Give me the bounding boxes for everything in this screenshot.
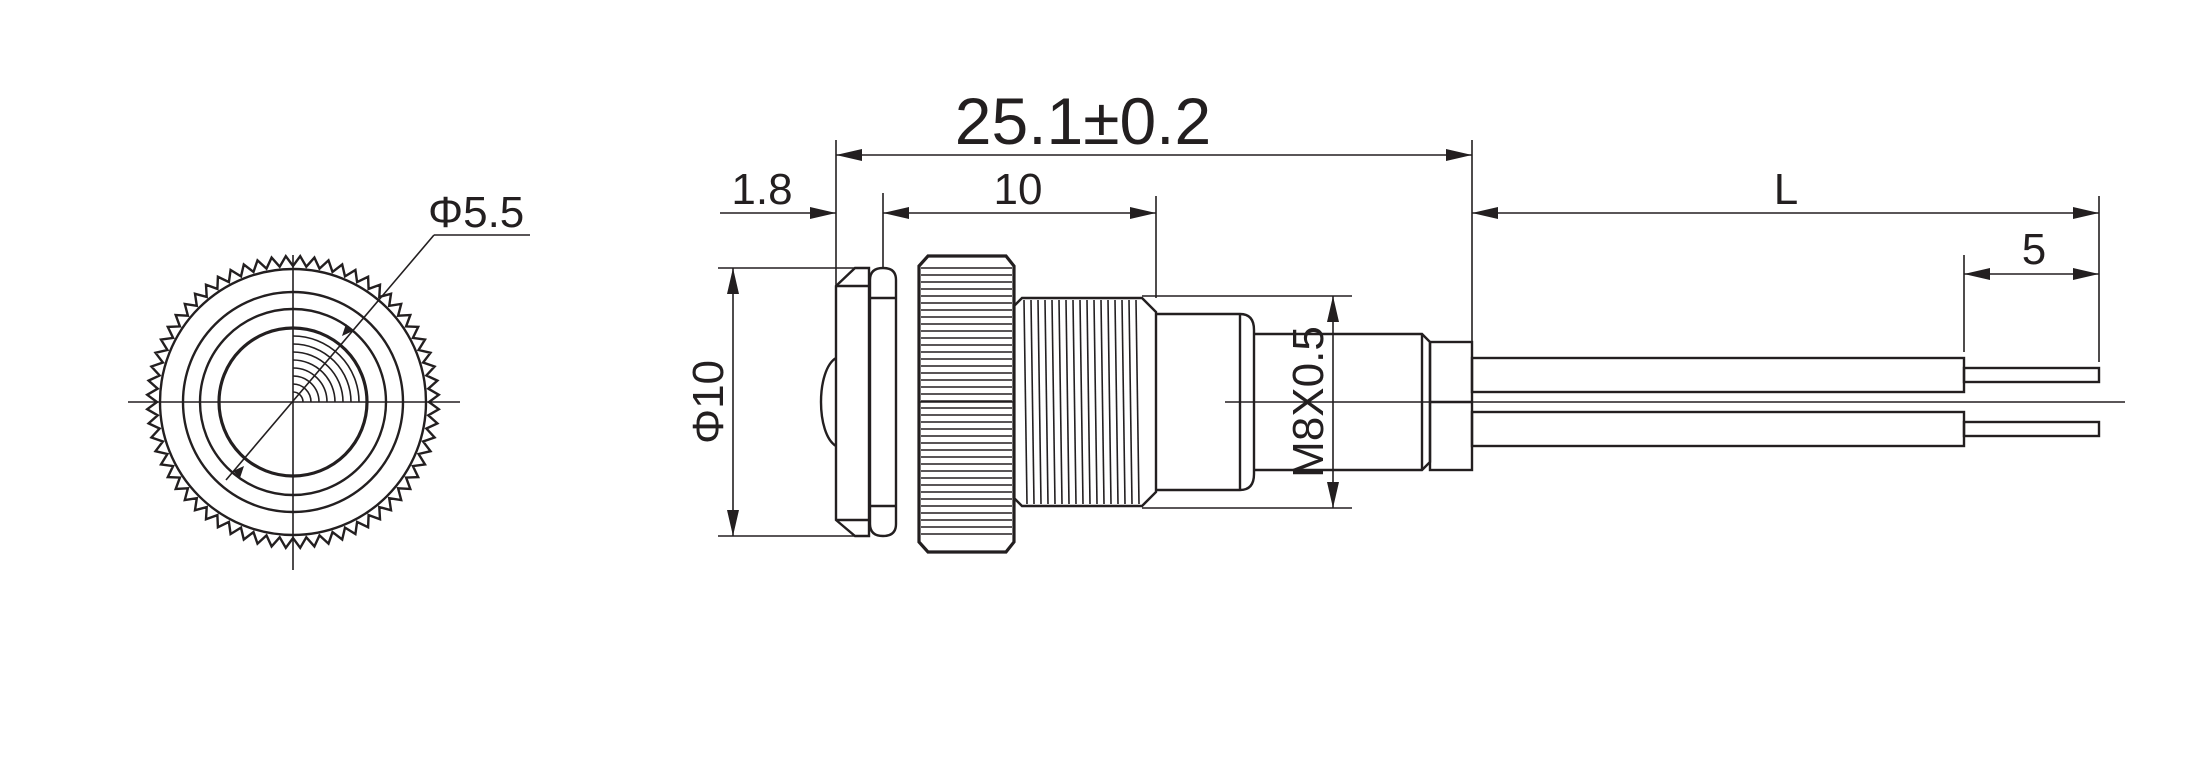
lens-hatch-arc bbox=[292, 359, 336, 403]
wire-top-insulation bbox=[1470, 356, 1966, 394]
thread-line bbox=[1030, 299, 1035, 505]
thread-line bbox=[1107, 299, 1112, 505]
arrow-nut-left bbox=[883, 207, 909, 219]
strip-length-label: 5 bbox=[2022, 225, 2046, 274]
arrow-thread-top bbox=[1327, 296, 1339, 322]
lens-hatch-arc bbox=[292, 335, 360, 403]
diameter-leader bbox=[225, 234, 435, 481]
thread-line bbox=[1121, 299, 1126, 505]
total-length-label: 25.1±0.2 bbox=[955, 84, 1211, 158]
thread-label: M8X0.5 bbox=[1284, 326, 1333, 478]
diameter-arrow-2 bbox=[342, 324, 353, 336]
lens-hatch-arc bbox=[292, 375, 320, 403]
arrow-strip-left bbox=[1964, 268, 1990, 280]
thread-line bbox=[1100, 299, 1105, 505]
diameter-lens-label: Φ5.5 bbox=[428, 188, 524, 237]
thread-line bbox=[1093, 299, 1098, 505]
arrow-bezel bbox=[810, 207, 836, 219]
lens-hatch-arc bbox=[292, 383, 312, 403]
lens-hatch-arc bbox=[292, 343, 352, 403]
arrow-dia-top bbox=[727, 268, 739, 294]
thread-line bbox=[1044, 299, 1049, 505]
knurl-lines bbox=[919, 267, 1014, 535]
lens-dome bbox=[819, 356, 837, 448]
wire-bottom-insulation bbox=[1470, 410, 1966, 448]
arrow-total-left bbox=[836, 149, 862, 161]
knurled-nut bbox=[917, 254, 1016, 554]
side-view bbox=[819, 254, 2125, 554]
thread-line bbox=[1023, 299, 1028, 505]
thread-lines bbox=[1023, 299, 1140, 505]
front-view: Φ5.5 bbox=[128, 188, 530, 570]
thread-line bbox=[1058, 299, 1063, 505]
wire-bottom-conductor bbox=[1962, 420, 2101, 438]
lens-hatch-arc bbox=[292, 367, 328, 403]
body-diameter-label: Φ10 bbox=[684, 360, 733, 444]
wire-top-conductor bbox=[1962, 366, 2101, 384]
arrow-total-right bbox=[1446, 149, 1472, 161]
lens-hatch-arc bbox=[292, 391, 304, 403]
thread-line bbox=[1114, 299, 1119, 505]
arrow-wire-right bbox=[2073, 207, 2099, 219]
thread-line bbox=[1037, 299, 1042, 505]
bezel-thickness-label: 1.8 bbox=[731, 165, 792, 214]
diameter-arrow-1 bbox=[233, 466, 244, 478]
dimensions: 25.1±0.2 1.8 10 L 5 Φ10 M8X0.5 bbox=[684, 84, 2100, 537]
arrow-thread-bottom bbox=[1327, 482, 1339, 508]
lens-hatch-arc bbox=[292, 327, 368, 403]
terminal-block bbox=[1428, 340, 1474, 472]
lens-hatch-arc bbox=[292, 351, 344, 403]
bezel bbox=[834, 266, 871, 538]
arrow-strip-right bbox=[2073, 268, 2099, 280]
thread-line bbox=[1128, 299, 1133, 505]
nut-length-label: 10 bbox=[994, 165, 1043, 214]
thread-line bbox=[1086, 299, 1091, 505]
wire-length-label: L bbox=[1774, 165, 1798, 214]
thread-line bbox=[1072, 299, 1077, 505]
arrow-dia-bottom bbox=[727, 510, 739, 536]
thread-line bbox=[1065, 299, 1070, 505]
arrow-wire-left bbox=[1472, 207, 1498, 219]
lens-hatch bbox=[292, 327, 368, 403]
arrow-nut-right bbox=[1130, 207, 1156, 219]
washer-ring bbox=[868, 266, 898, 538]
thread-line bbox=[1079, 299, 1084, 505]
thread-body bbox=[1012, 296, 1158, 508]
thread-line bbox=[1135, 299, 1140, 505]
thread-line bbox=[1051, 299, 1056, 505]
